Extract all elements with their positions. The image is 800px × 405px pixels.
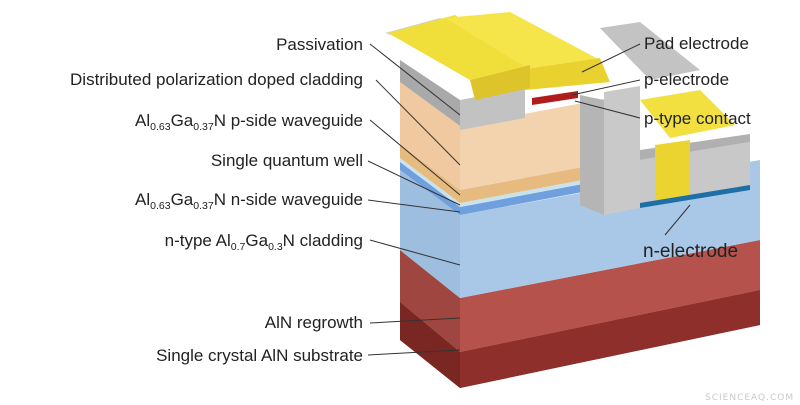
pad-electrode-layer (388, 12, 735, 203)
label-dpd-cladding: Distributed polarization doped cladding (70, 70, 363, 89)
p-waveguide-layer (400, 144, 604, 203)
p-type-contact-layer (532, 91, 578, 105)
label-n-cladding: n-type Al0.7Ga0.3N cladding (165, 231, 363, 253)
label-n-waveguide: Al0.63Ga0.37N n-side waveguide (135, 190, 363, 212)
label-n-electrode: n-electrode (643, 241, 738, 262)
leader-lines (367, 43, 691, 356)
label-substrate: Single crystal AlN substrate (156, 346, 363, 365)
watermark: SCIENCEAQ.COM (705, 393, 794, 403)
label-p-waveguide: Al0.63Ga0.37N p-side waveguide (135, 111, 363, 133)
right-labels: Pad electrode p-electrode p-type contact… (643, 34, 751, 262)
label-pad-electrode: Pad electrode (644, 34, 749, 53)
n-waveguide-layer (400, 162, 604, 215)
label-p-contact: p-type contact (644, 109, 751, 128)
label-quantum-well: Single quantum well (211, 151, 363, 170)
label-passivation: Passivation (276, 35, 363, 54)
aln-regrowth-layer (400, 240, 760, 352)
n-electrode-layer (640, 185, 750, 208)
label-aln-regrowth: AlN regrowth (265, 313, 363, 332)
left-labels: Passivation Distributed polarization dop… (70, 35, 363, 365)
label-p-electrode: p-electrode (644, 70, 729, 89)
substrate-layer (400, 290, 760, 388)
quantum-well-layer (400, 158, 604, 207)
